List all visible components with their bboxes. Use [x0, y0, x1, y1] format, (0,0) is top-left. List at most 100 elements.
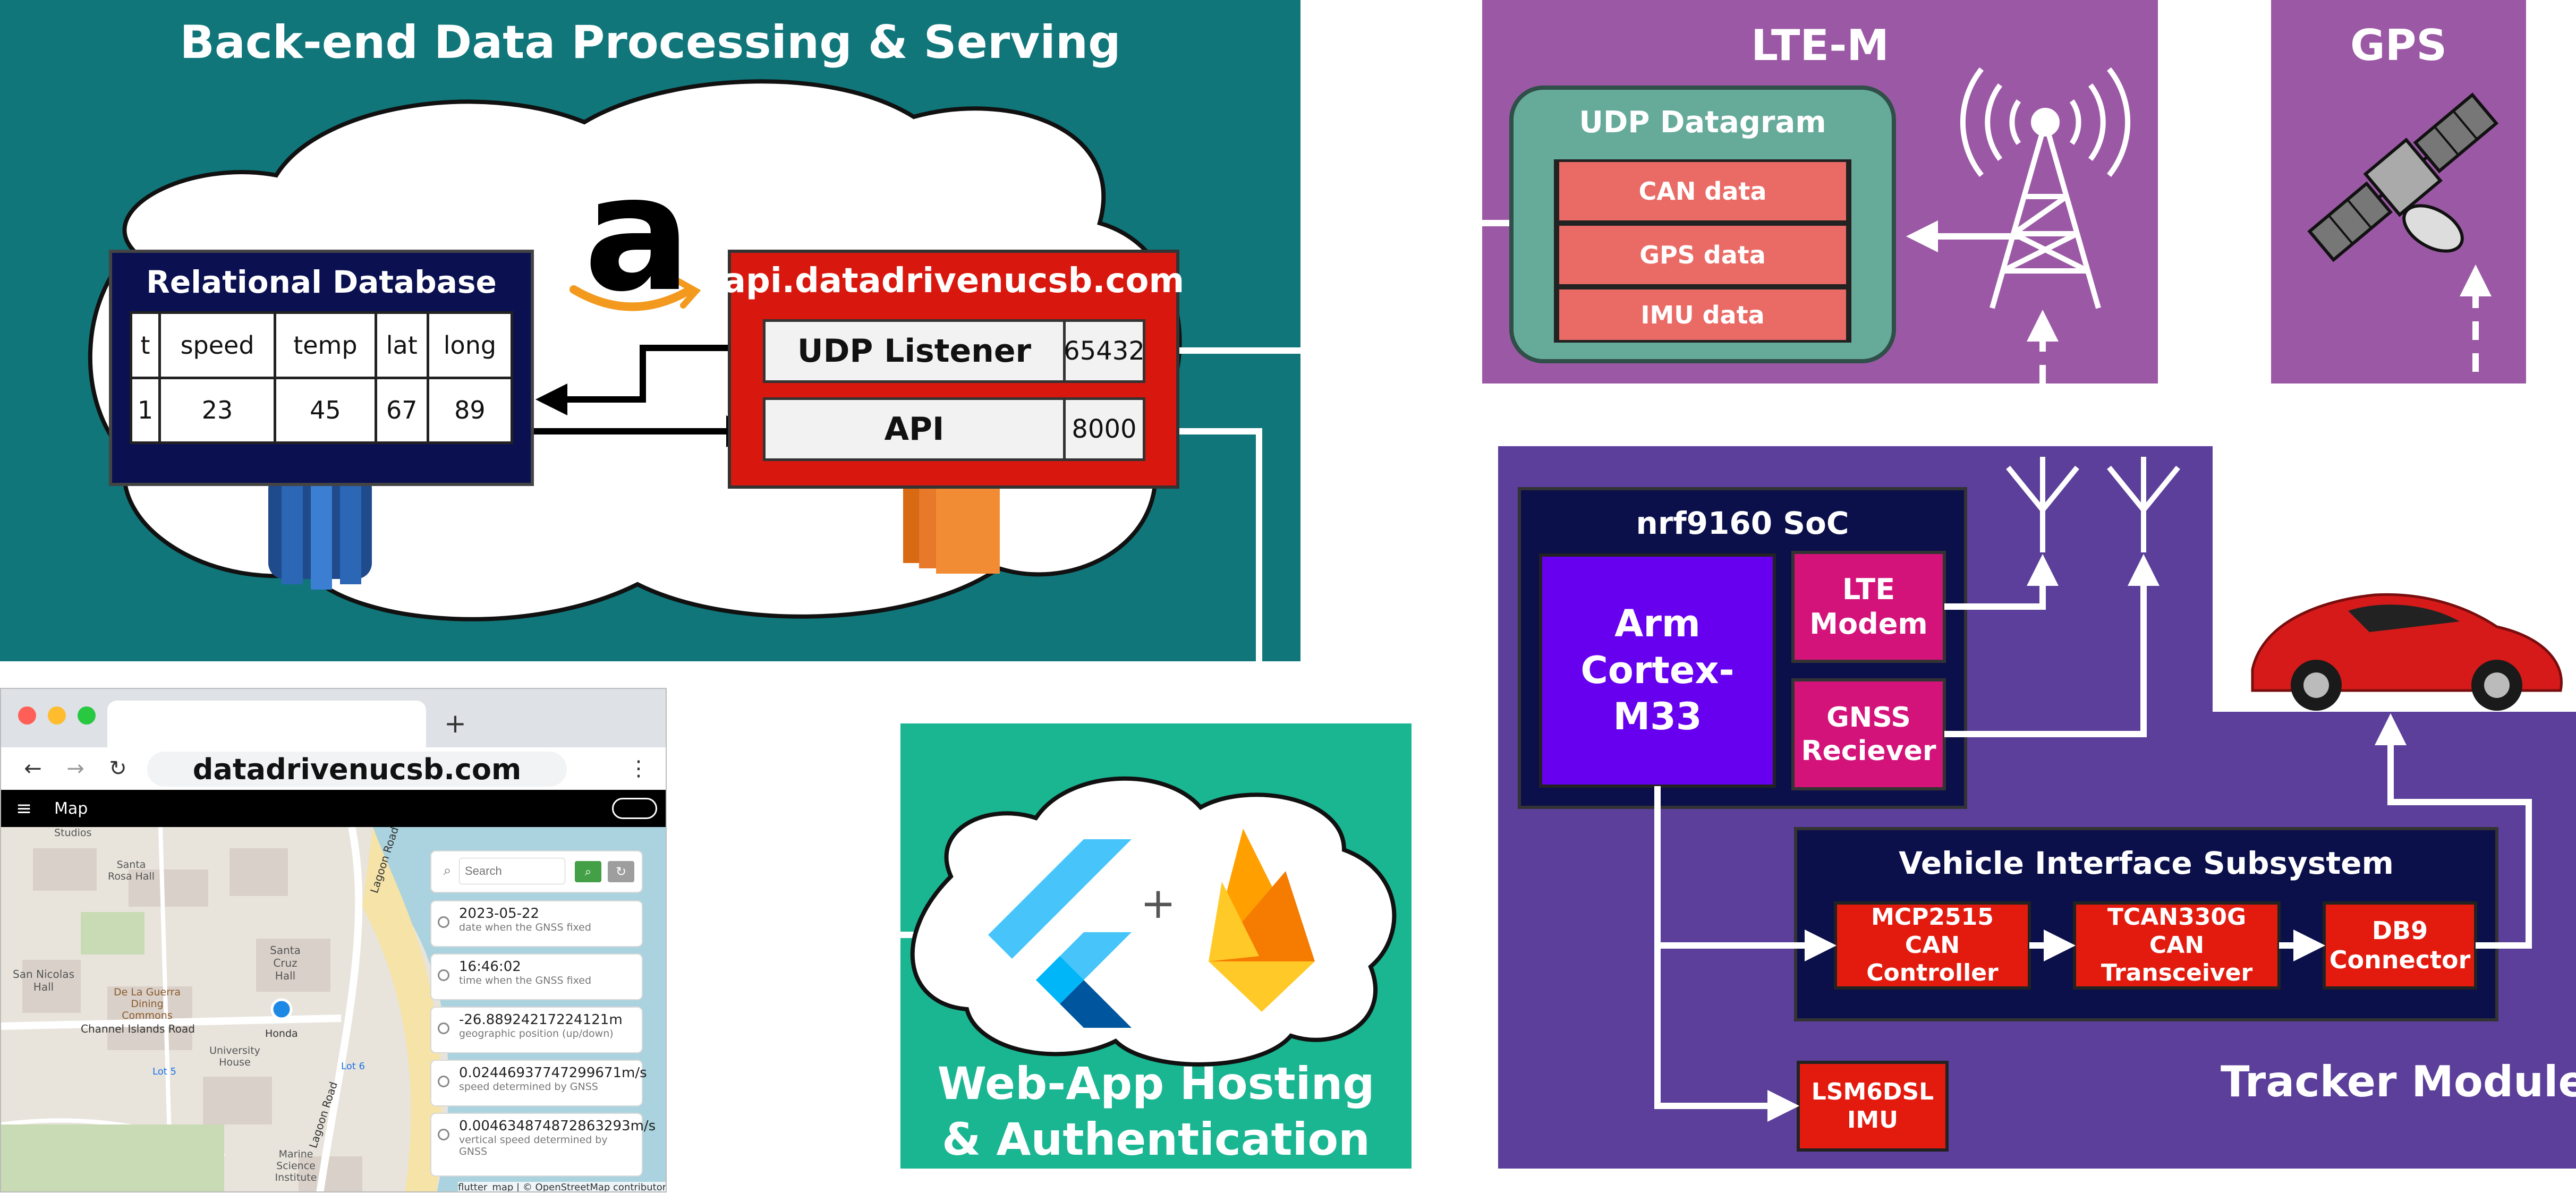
- table-cell: 45: [274, 376, 377, 444]
- imu-box: [1797, 1061, 1949, 1152]
- field-imu: [1559, 289, 1846, 340]
- map-label: Santa Rosa Hall: [107, 859, 155, 882]
- new-tab-button[interactable]: +: [444, 708, 466, 739]
- vis-title: Vehicle Interface Subsystem: [1899, 845, 2394, 881]
- table-cell: 67: [374, 376, 429, 444]
- info-card: 0.004634874872863293m/s vertical speed d…: [430, 1113, 656, 1177]
- refresh-button[interactable]: ↻: [608, 861, 634, 882]
- theme-toggle[interactable]: [612, 798, 657, 819]
- datagram-title: UDP Datagram: [1579, 105, 1826, 140]
- table-header-row: t speed temp lat long: [130, 311, 514, 379]
- minimize-window-button[interactable]: [48, 706, 66, 725]
- back-icon[interactable]: ←: [24, 756, 42, 781]
- gnss-label: GNSS Reciever: [1801, 702, 1936, 767]
- reload-icon[interactable]: ↻: [109, 756, 127, 781]
- tcan-box: [2073, 901, 2281, 990]
- table-header: t: [130, 311, 161, 379]
- map-label: University House: [209, 1045, 260, 1068]
- search-button[interactable]: ⌕: [575, 861, 601, 882]
- cpu-box: [1539, 553, 1776, 788]
- card-caption: speed determined by GNSS: [459, 1081, 598, 1093]
- map-label: Honda: [265, 1028, 298, 1039]
- map-label: Channel Islands Road: [81, 1022, 195, 1035]
- close-window-button[interactable]: [18, 706, 36, 725]
- gps-title: GPS: [2350, 20, 2447, 70]
- plus-sign: +: [1140, 878, 1176, 928]
- map-view[interactable]: Channel Islands Road Lagoon Road Lagoon …: [1, 827, 666, 1191]
- data-table: t speed temp lat long 1 23 45 67 89: [130, 311, 514, 444]
- browser-menu-icon[interactable]: ⋮: [628, 756, 649, 781]
- db9-label: DB9 Connector: [2329, 916, 2471, 974]
- app-title: Map: [54, 799, 88, 818]
- map-label: San Nicolas Hall: [13, 968, 74, 993]
- field-can-label: CAN data: [1638, 177, 1767, 206]
- server-title: api.datadrivenucsb.com: [722, 261, 1185, 301]
- map-beach: [362, 827, 442, 1191]
- mcp-label: MCP2515 CAN Controller: [1866, 903, 1999, 987]
- lte-modem-box: [1791, 551, 1946, 663]
- card-value: 0.004634874872863293m/s: [459, 1118, 656, 1134]
- api-to-hosting-arrow: [1179, 428, 1275, 800]
- mcp-box: [1834, 901, 2031, 990]
- clock-icon: [438, 916, 449, 928]
- map-label: Lot 5: [152, 1066, 176, 1077]
- card-caption: vertical speed determined by GNSS: [459, 1134, 608, 1157]
- cpu-to-imu-arrow: [1654, 945, 1799, 1122]
- table-cell: 23: [158, 376, 277, 444]
- info-card: -26.88924217224121m geographic position …: [430, 1007, 643, 1053]
- table-cell: 89: [426, 376, 514, 444]
- clock-icon: [438, 969, 449, 981]
- database-title: Relational Database: [146, 264, 497, 300]
- hosting-title-line2: & Authentication: [942, 1113, 1370, 1165]
- field-gps: [1559, 226, 1846, 284]
- search-input[interactable]: [459, 858, 565, 884]
- map-label: Santa Cruz Hall: [270, 944, 301, 982]
- database-panel: Relational Database t speed temp lat lon…: [109, 250, 534, 486]
- browser-window: + ← → ↻ datadrivenucsb.com ⋮ ≡ Map: [0, 688, 667, 1192]
- amazon-smile: [569, 285, 695, 311]
- backend-title: Back-end Data Processing & Serving: [180, 16, 1121, 69]
- info-card: 0.02446937747299671m/s speed determined …: [430, 1060, 647, 1106]
- card-caption: date when the GNSS fixed: [459, 922, 591, 933]
- lte-modem-label: LTE Modem: [1809, 572, 1928, 641]
- field-gps-label: GPS data: [1639, 241, 1766, 269]
- card-value: 2023-05-22: [459, 906, 540, 922]
- amazon-logo-letter: a: [583, 141, 692, 327]
- udp-listener-label: UDP Listener: [766, 322, 1063, 380]
- map-attribution[interactable]: flutter_map | © OpenStreetMap contributo…: [458, 1182, 666, 1191]
- hamburger-menu-icon[interactable]: ≡: [15, 797, 32, 820]
- forward-icon[interactable]: →: [66, 756, 84, 781]
- table-row: 1 23 45 67 89: [130, 376, 514, 444]
- card-caption: time when the GNSS fixed: [459, 975, 592, 986]
- satellite-icon: [2307, 92, 2499, 262]
- cell-tower-icon: [1960, 67, 2131, 309]
- db9-to-car-arrow: [2375, 713, 2532, 949]
- field-imu-label: IMU data: [1640, 300, 1765, 329]
- table-header: temp: [274, 311, 377, 379]
- table-header: lat: [374, 311, 429, 379]
- modem-to-antenna-arrow: [1944, 554, 2059, 610]
- location-marker[interactable]: [270, 998, 293, 1020]
- browser-tab[interactable]: [107, 701, 426, 747]
- tracker-title: Tracker Module: [2221, 1057, 2576, 1106]
- map-label: Marine Science Institute: [275, 1148, 317, 1183]
- gnss-to-antenna-arrow: [1944, 554, 2160, 737]
- card-value: -26.88924217224121m: [459, 1012, 623, 1028]
- address-bar[interactable]: datadrivenucsb.com: [147, 752, 567, 787]
- clock-icon: [438, 1129, 449, 1140]
- card-value: 0.02446937747299671m/s: [459, 1065, 647, 1081]
- firebase-logo: [1209, 829, 1315, 1012]
- map-label: Lot 6: [341, 1061, 365, 1072]
- card-value: 16:46:02: [459, 959, 521, 975]
- hosting-title-line1: Web-App Hosting: [937, 1058, 1375, 1110]
- clock-icon: [438, 1022, 449, 1034]
- field-can: [1559, 162, 1846, 220]
- map-label: De La Guerra Dining Commons: [113, 986, 181, 1021]
- maximize-window-button[interactable]: [78, 706, 96, 725]
- antenna-icon: [2006, 457, 2180, 552]
- app-bar: [1, 790, 666, 827]
- api-port: 8000: [1066, 400, 1143, 458]
- car-image: [2251, 593, 2563, 711]
- udp-port: 65432: [1064, 322, 1145, 380]
- table-cell: 1: [130, 376, 161, 444]
